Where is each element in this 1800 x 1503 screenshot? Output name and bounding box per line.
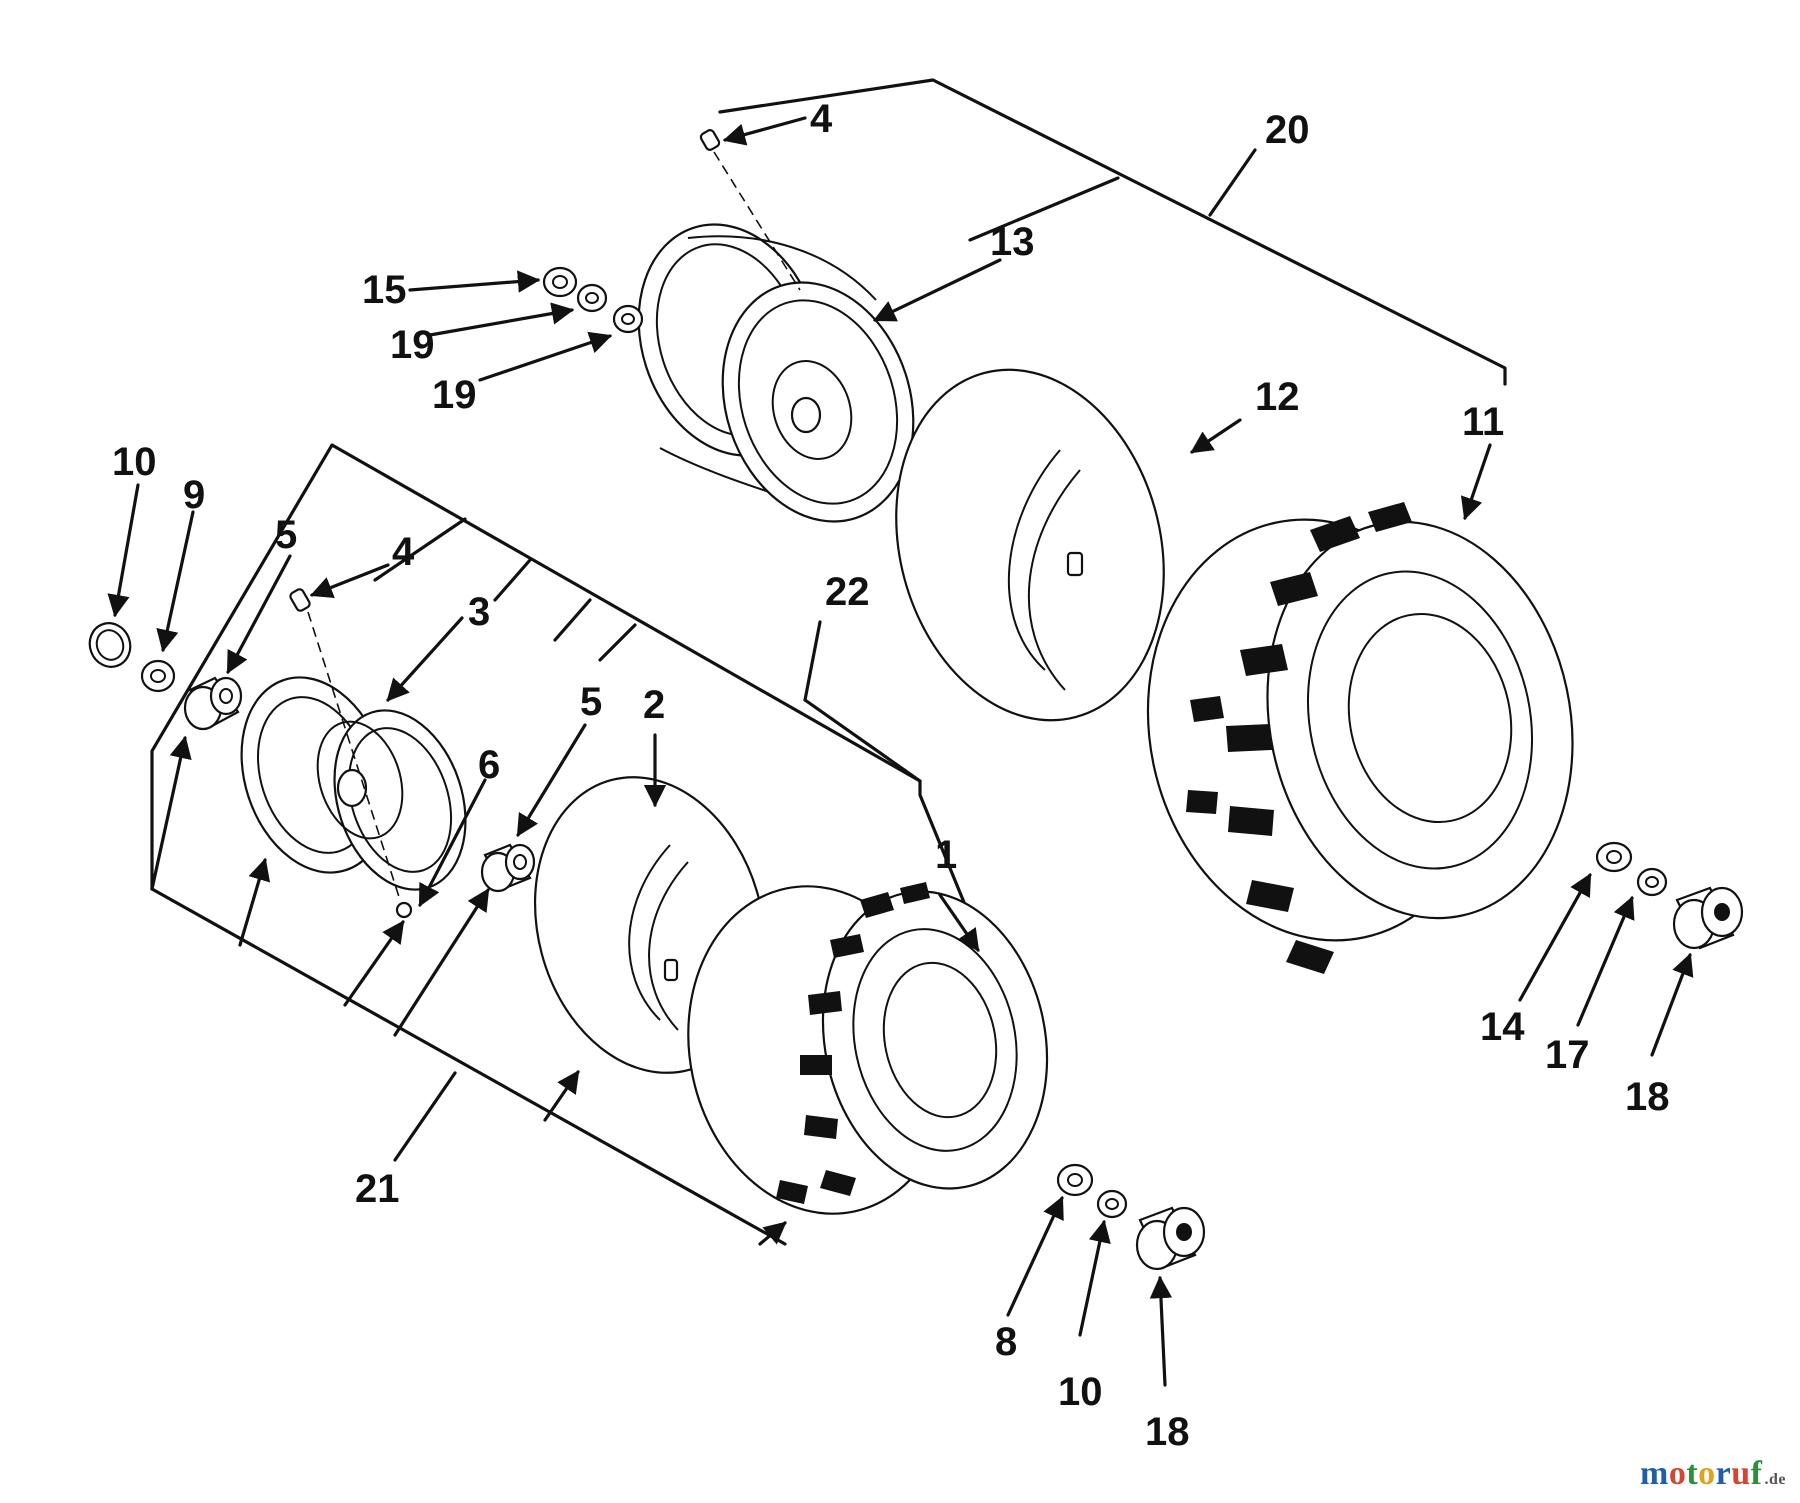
callout-14: 14 — [1480, 1005, 1525, 1049]
callout-20: 20 — [1265, 108, 1310, 152]
callout-12: 12 — [1255, 375, 1300, 419]
callout-18-right: 18 — [1625, 1075, 1670, 1119]
front-valve-stem — [289, 588, 413, 919]
leader-arrows — [107, 116, 1694, 1387]
callout-2: 2 — [643, 683, 665, 727]
callout-8: 8 — [995, 1320, 1017, 1364]
callout-6: 6 — [478, 743, 500, 787]
rear-tire — [1146, 502, 1574, 974]
front-wheel-assembly — [88, 443, 1206, 1271]
rear-wheel-assembly — [542, 78, 1744, 974]
callout-5-left: 5 — [275, 513, 297, 557]
callout-19-b: 19 — [432, 373, 477, 417]
callout-11: 11 — [1462, 400, 1504, 444]
front-bushing — [480, 843, 536, 893]
callout-19-a: 19 — [390, 323, 435, 367]
callout-labels: 1 2 3 4 4 5 5 6 8 9 10 10 11 12 13 14 15… — [112, 97, 1670, 1454]
front-rim — [240, 676, 467, 891]
callout-15: 15 — [362, 268, 407, 312]
rear-rim — [637, 223, 915, 523]
callout-22: 22 — [825, 570, 870, 614]
rear-axle-parts — [1595, 841, 1744, 950]
callout-3: 3 — [468, 590, 490, 634]
rear-valve-stem — [699, 129, 801, 291]
watermark-logo: motoruf.de — [1640, 1455, 1786, 1493]
callout-10-bottom: 10 — [1058, 1370, 1103, 1414]
front-tire — [687, 882, 1049, 1215]
callout-5-mid: 5 — [580, 680, 602, 724]
rear-inner-tube — [895, 368, 1165, 722]
rear-washers — [542, 266, 644, 334]
bracket-20 — [718, 78, 1507, 386]
callout-10-left: 10 — [112, 440, 157, 484]
callout-18-bottom: 18 — [1145, 1410, 1190, 1454]
bracket-21 — [150, 887, 787, 1246]
front-hub-parts — [88, 622, 243, 731]
watermark-text: motoruf — [1640, 1455, 1763, 1492]
bracket-22 — [150, 443, 972, 919]
callout-1: 1 — [935, 833, 957, 877]
callout-17: 17 — [1545, 1033, 1590, 1077]
callout-4-lower: 4 — [392, 530, 415, 574]
callout-9: 9 — [183, 473, 205, 517]
watermark-suffix: .de — [1764, 1471, 1786, 1488]
callout-21: 21 — [355, 1167, 400, 1211]
front-axle-parts — [1056, 1163, 1206, 1271]
callout-4-upper: 4 — [810, 97, 833, 141]
callout-13: 13 — [990, 220, 1035, 264]
